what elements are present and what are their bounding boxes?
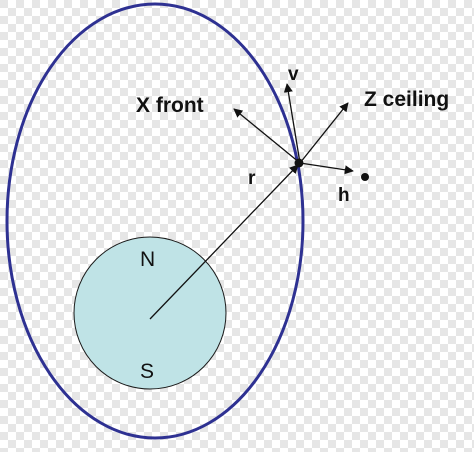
h-endpoint-dot (361, 173, 369, 181)
x-front-label: X front (136, 94, 204, 117)
h-label: h (338, 185, 350, 206)
z-ceiling-arrow (299, 102, 349, 164)
velocity-label: v (288, 64, 299, 85)
planet-circle (73, 236, 227, 390)
south-pole-label: S (140, 360, 154, 383)
h-vector-arrow (299, 162, 354, 175)
radius-vector-arrow (149, 164, 299, 320)
north-pole-label: N (140, 248, 155, 271)
radius-label: r (248, 168, 256, 189)
velocity-arrow (283, 83, 301, 164)
orbit-ellipse (5, 2, 305, 440)
z-ceiling-label: Z ceiling (364, 88, 449, 111)
x-front-arrow (233, 108, 301, 164)
satellite-point (294, 158, 304, 168)
